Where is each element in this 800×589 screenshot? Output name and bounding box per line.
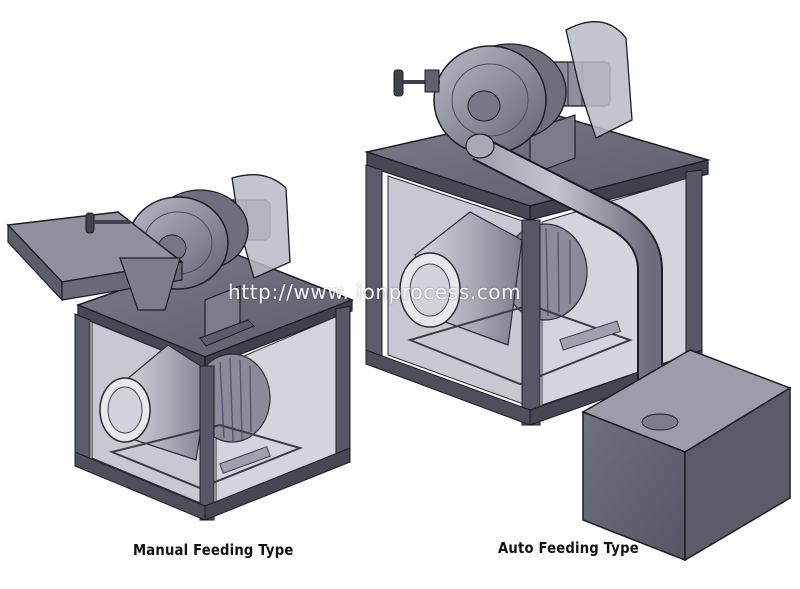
manual-handle-icon [85, 212, 95, 234]
manual-post-left [74, 313, 91, 466]
auto-post-left [365, 164, 383, 359]
manual-post-right [335, 305, 351, 459]
auto-box-inlet [641, 413, 679, 431]
manual-hopper-chute [119, 257, 181, 311]
auto-post-right [685, 169, 703, 359]
manual-feeding-machine [6, 174, 355, 521]
manual-top-edge-side [204, 299, 353, 369]
auto-feeding-machine [364, 21, 792, 562]
auto-pipe-elbow [465, 133, 495, 159]
auto-belt-guard [565, 21, 633, 139]
auto-handle-icon [393, 69, 404, 97]
watermark-text: http://www. ionprocess.com [228, 280, 522, 304]
auto-box-side [684, 386, 791, 562]
manual-bottom-side [204, 447, 351, 521]
auto-post-front [521, 219, 541, 426]
manual-feeding-caption: Manual Feeding Type [133, 541, 294, 559]
manual-belt-guard [231, 174, 291, 279]
manual-base-rails [108, 423, 304, 490]
auto-base-rails [406, 303, 633, 386]
manual-post-front [199, 365, 215, 521]
auto-feeding-caption: Auto Feeding Type [498, 539, 639, 557]
